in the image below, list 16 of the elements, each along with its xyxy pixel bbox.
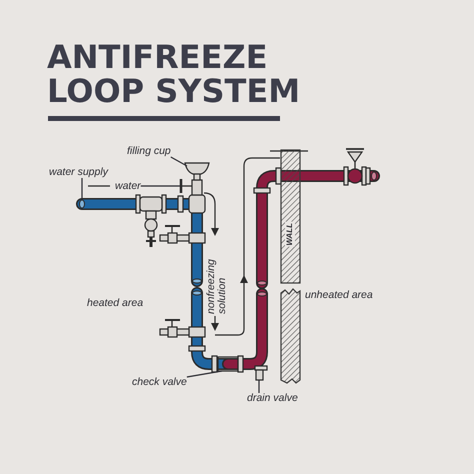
wall-label: WALL — [285, 222, 295, 247]
leader-line — [81, 178, 83, 199]
callout-label: water — [115, 181, 141, 192]
callout-label: water supply — [49, 167, 108, 178]
callout-label: drain valve — [247, 393, 298, 404]
leader-line — [258, 380, 260, 393]
title: ANTIFREEZE LOOP SYSTEM — [47, 40, 302, 108]
area-label: unheated area — [305, 290, 373, 301]
flow-label: nonfreezing solution — [206, 258, 228, 314]
leader-line — [140, 185, 180, 187]
wall — [280, 148, 301, 384]
callout-label: filling cup — [127, 146, 171, 157]
area-label: heated area — [87, 298, 144, 309]
leader-line — [186, 370, 222, 378]
leader-line — [170, 156, 188, 167]
callout-label: check valve — [132, 377, 187, 388]
